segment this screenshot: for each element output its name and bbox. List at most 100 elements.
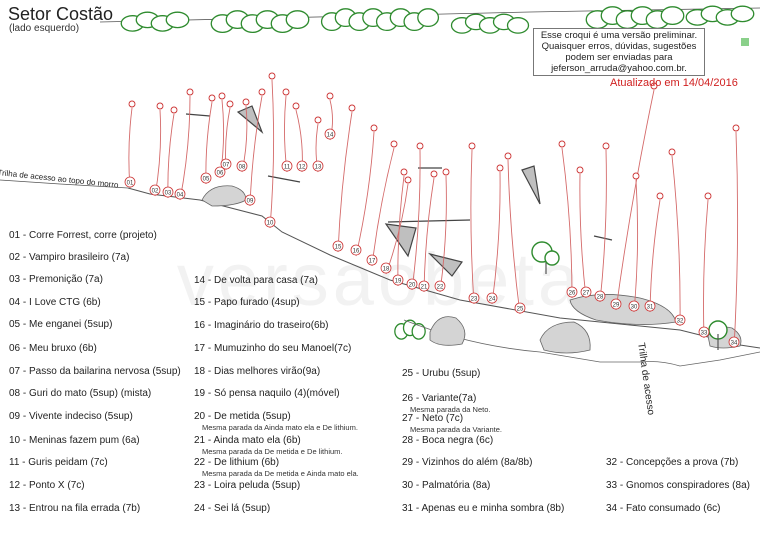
route-legend-item: 08 - Guri do mato (5sup) (mista)	[9, 388, 152, 399]
route-30: 30	[628, 172, 640, 313]
route-24: 24	[486, 164, 504, 305]
route-legend-note: Mesma parada da De metida e De lithium.	[202, 447, 343, 456]
access-trail-line	[639, 351, 760, 367]
route-line	[411, 149, 421, 291]
anchor-icon	[370, 124, 378, 132]
anchor-icon	[186, 88, 194, 96]
route-14: 14	[324, 92, 336, 141]
route-legend-item: 31 - Apenas eu e minha sombra (8b)	[402, 503, 565, 514]
route-number-circle	[149, 184, 161, 196]
route-line	[703, 199, 709, 339]
route-number-circle	[332, 240, 344, 252]
route-number-circle	[644, 300, 656, 312]
anchor-icon	[128, 100, 136, 108]
route-number: 11	[284, 165, 291, 171]
route-29: 29	[610, 82, 658, 311]
route-line	[337, 111, 353, 253]
route-line	[733, 131, 739, 349]
route-number-circle	[698, 326, 710, 338]
tree-canopy-icon	[210, 10, 310, 34]
route-line	[355, 131, 375, 257]
route-number-circle	[200, 172, 212, 184]
route-number: 31	[647, 305, 654, 311]
route-legend-item: 14 - De volta para casa (7a)	[194, 275, 318, 286]
anchor-icon	[282, 88, 290, 96]
route-legend-item: 07 - Passo da bailarina nervosa (5sup)	[9, 366, 181, 377]
route-number-circle	[380, 262, 392, 274]
canopy-lobe	[285, 10, 310, 30]
route-number: 24	[489, 297, 496, 303]
anchor-icon	[292, 102, 300, 110]
route-legend-item: 23 - Loira peluda (5sup)	[194, 480, 301, 491]
route-28: 28	[594, 142, 610, 303]
anchor-icon	[390, 140, 398, 148]
route-number: 16	[353, 249, 360, 255]
anchor-icon	[326, 92, 334, 100]
route-legend-item: 22 - De lithium (6b)	[194, 457, 280, 468]
route-number: 12	[299, 165, 306, 171]
anchor-icon	[226, 100, 234, 108]
route-legend-item: 27 - Neto (7c)	[402, 413, 464, 424]
anchor-icon	[400, 168, 408, 176]
route-18: 18	[380, 176, 412, 275]
boulder-shape	[429, 316, 466, 346]
route-line	[397, 175, 405, 287]
tree-canopy-icon	[450, 13, 530, 34]
route-6: 06	[214, 92, 226, 179]
anchor-icon	[496, 164, 504, 172]
route-15: 15	[332, 104, 356, 253]
anchor-icon	[416, 142, 424, 150]
anchor-icon	[504, 152, 512, 160]
route-legend-item: 28 - Boca negra (6c)	[402, 435, 494, 446]
route-17: 17	[366, 140, 398, 267]
route-3: 03	[162, 106, 178, 199]
route-number: 15	[335, 245, 342, 251]
route-number: 08	[239, 165, 246, 171]
route-line	[470, 149, 475, 305]
anchor-icon	[650, 82, 658, 90]
route-number: 13	[315, 165, 322, 171]
route-legend-item: 10 - Meninas fazem pum (6a)	[9, 435, 140, 446]
route-number-circle	[514, 302, 526, 314]
roof-feature	[428, 252, 464, 277]
route-number-circle	[312, 160, 324, 172]
canopy-lobe	[411, 323, 426, 340]
note-email: jeferson_arruda@yahoo.com.br.	[551, 63, 687, 74]
route-33: 33	[698, 192, 712, 339]
route-22: 22	[434, 168, 450, 293]
route-legend-item: 20 - De metida (5sup)	[194, 411, 291, 422]
tree-crown	[544, 250, 560, 266]
route-number: 06	[217, 171, 224, 177]
route-line	[154, 109, 162, 197]
route-number-circle	[566, 286, 578, 298]
route-legend-item: 17 - Mumuzinho do seu Manoel(7c)	[194, 343, 352, 354]
route-number: 03	[165, 191, 172, 197]
roof-feature	[387, 219, 471, 223]
green-marker	[741, 38, 749, 46]
roof-feature	[521, 165, 541, 205]
page-subtitle: (lado esquerdo)	[9, 23, 80, 34]
route-11: 11	[281, 88, 293, 173]
route-number-circle	[220, 158, 232, 170]
canopy-lobe	[730, 5, 755, 23]
anchor-icon	[442, 168, 450, 176]
route-16: 16	[350, 124, 378, 257]
route-number: 26	[569, 291, 576, 297]
route-number-circle	[324, 128, 336, 140]
anchor-icon	[576, 166, 584, 174]
route-number: 18	[383, 267, 390, 273]
route-number-circle	[124, 176, 136, 188]
route-number: 07	[223, 163, 230, 169]
route-21: 21	[418, 170, 438, 293]
route-number-circle	[214, 166, 226, 178]
anchor-icon	[602, 142, 610, 150]
route-line	[371, 147, 395, 267]
route-legend-item: 16 - Imaginário do traseiro(6b)	[194, 320, 329, 331]
route-line	[128, 107, 133, 189]
route-2: 02	[149, 102, 164, 197]
anchor-icon	[656, 192, 664, 200]
route-number: 25	[517, 307, 524, 313]
route-number-circle	[296, 160, 308, 172]
route-number-circle	[174, 188, 186, 200]
route-19: 19	[392, 168, 408, 287]
